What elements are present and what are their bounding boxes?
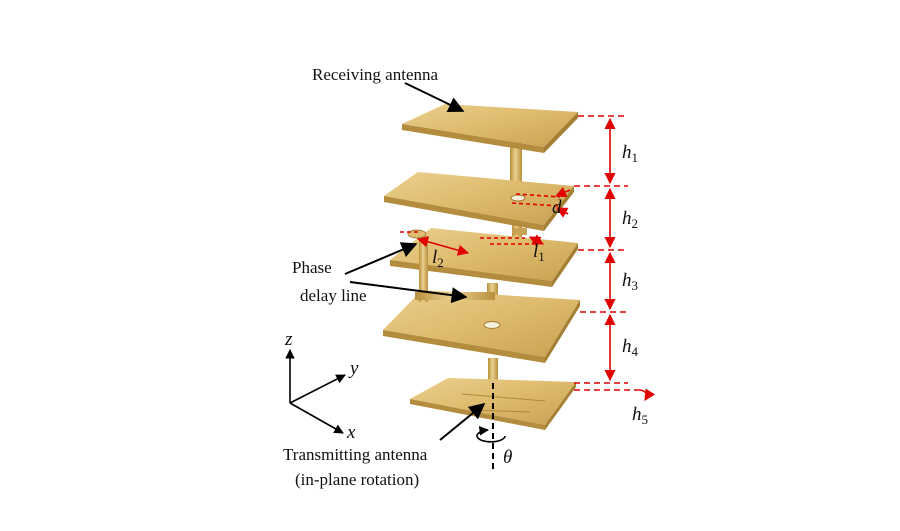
x-axis-label: x <box>346 422 356 443</box>
feature-dimensions <box>400 186 571 256</box>
plate-2 <box>384 172 574 231</box>
phase-pointer-arrow-1 <box>344 242 418 275</box>
l2-arrow <box>416 236 470 256</box>
rotation-axis <box>476 383 506 470</box>
h5-arrow <box>639 388 656 401</box>
y-axis-arrow <box>289 374 346 404</box>
transmitting-pointer-arrow <box>439 402 486 441</box>
transmitting-antenna-label: Transmitting antenna <box>283 445 428 464</box>
phase-label-line1: Phase <box>292 258 332 277</box>
d-arrow-bottom <box>556 207 569 218</box>
l1-arrow <box>529 234 544 247</box>
l1-label: l1 <box>533 241 545 264</box>
rotation-note-label: (in-plane rotation) <box>295 470 419 489</box>
receiving-pointer-arrow <box>404 82 465 112</box>
x-axis-arrow <box>289 402 344 434</box>
d-label: d <box>552 197 562 218</box>
l2-label: l2 <box>432 247 444 270</box>
theta-label: θ <box>503 447 512 468</box>
plate-1-receiving <box>402 104 578 153</box>
phase-label-line2: delay line <box>300 286 367 305</box>
height-dimensions <box>574 115 656 401</box>
h5-label: h5 <box>632 404 648 427</box>
phase-pointer-arrow-2 <box>349 281 468 304</box>
stem-4-5 <box>488 358 498 398</box>
y-axis-label: y <box>348 358 359 379</box>
receiving-antenna-label: Receiving antenna <box>312 65 438 84</box>
h2-label: h2 <box>622 208 638 231</box>
coordinate-axes <box>285 349 346 434</box>
d-arrow-top <box>554 186 571 198</box>
h1-label: h1 <box>622 142 638 165</box>
h3-label: h3 <box>622 270 638 293</box>
pointer-arrows <box>344 82 486 441</box>
z-axis-label: z <box>284 329 293 350</box>
h4-label: h4 <box>622 336 639 359</box>
rotation-arrow-icon <box>476 426 506 443</box>
plate-4 <box>383 290 580 363</box>
